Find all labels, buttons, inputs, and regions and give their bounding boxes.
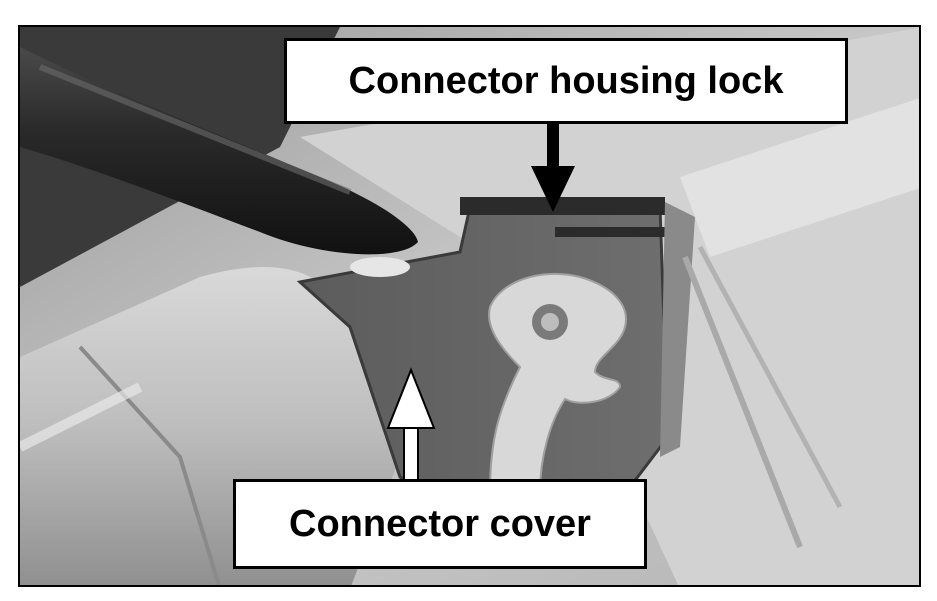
connector-housing-lock-text: Connector housing lock bbox=[348, 59, 784, 102]
connector-housing-lock-label: Connector housing lock bbox=[284, 38, 848, 124]
connector-cover-text: Connector cover bbox=[289, 502, 591, 545]
connector-cover-label: Connector cover bbox=[233, 479, 647, 569]
